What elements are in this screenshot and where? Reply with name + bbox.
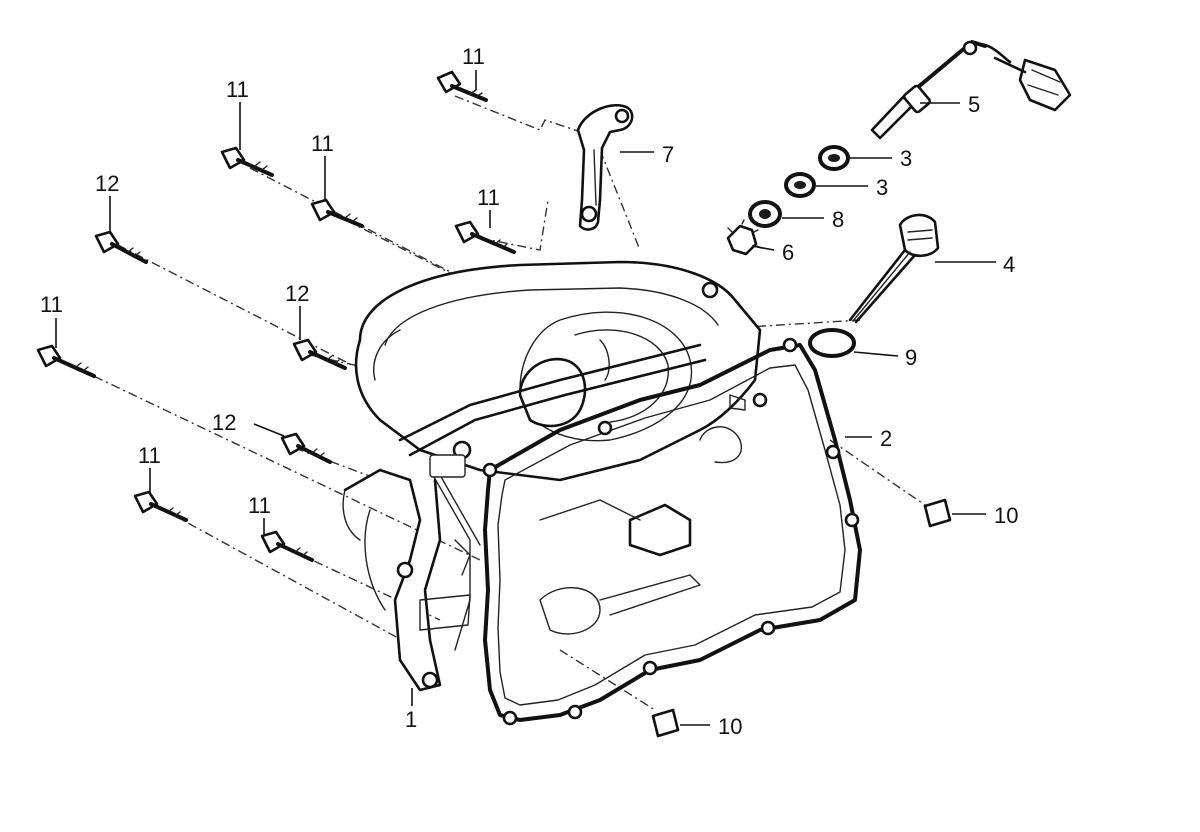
callout-5: 5 xyxy=(968,92,980,117)
bolt-11-d xyxy=(454,220,516,254)
callout-11: 11 xyxy=(248,493,271,518)
callout-10: 10 xyxy=(994,503,1018,528)
callout-9: 9 xyxy=(905,345,917,370)
dipstick-4 xyxy=(848,213,940,324)
callout-1: 1 xyxy=(405,707,417,732)
seal-8 xyxy=(748,200,782,228)
callout-11: 11 xyxy=(226,77,249,102)
bolt-12-c xyxy=(280,432,332,464)
oil-seal-3-a xyxy=(818,145,850,171)
o-ring-9 xyxy=(808,328,856,358)
bolt-11-g xyxy=(260,530,314,562)
dowel-pin-10-a xyxy=(923,498,952,528)
callout-12: 12 xyxy=(95,171,119,196)
callout-10: 10 xyxy=(718,714,742,739)
bolt-11-c xyxy=(310,198,364,228)
bolt-11-f xyxy=(133,490,188,522)
bolt-12-b xyxy=(292,338,347,370)
callout-labels: 11 11 11 11 11 11 11 12 12 12 5 7 3 3 8 … xyxy=(40,44,1018,739)
cover-gasket xyxy=(482,337,862,726)
bolt-11-b xyxy=(220,146,274,177)
callout-3: 3 xyxy=(876,175,888,200)
callout-8: 8 xyxy=(832,207,844,232)
bolt-11-a xyxy=(436,70,488,102)
callout-12: 12 xyxy=(212,410,236,435)
bracket-7 xyxy=(576,103,634,231)
oil-seal-3-b xyxy=(784,172,816,198)
callout-2: 2 xyxy=(880,426,892,451)
bolt-11-e xyxy=(36,344,96,378)
dowel-pin-10-b xyxy=(651,708,680,738)
callout-6: 6 xyxy=(782,240,794,265)
callout-11: 11 xyxy=(477,185,500,210)
callout-11: 11 xyxy=(311,131,334,156)
gear-6 xyxy=(726,219,762,256)
callout-11: 11 xyxy=(138,443,161,468)
cable-drive-5 xyxy=(870,40,1072,140)
callout-leaders xyxy=(55,70,996,726)
callout-12: 12 xyxy=(285,281,309,306)
callout-11: 11 xyxy=(40,292,63,317)
crankcase-cover xyxy=(342,260,762,692)
callout-4: 4 xyxy=(1003,252,1015,277)
callout-7: 7 xyxy=(662,142,674,167)
callout-11: 11 xyxy=(462,44,485,69)
callout-3: 3 xyxy=(900,146,912,171)
bolt-12-a xyxy=(94,230,148,264)
